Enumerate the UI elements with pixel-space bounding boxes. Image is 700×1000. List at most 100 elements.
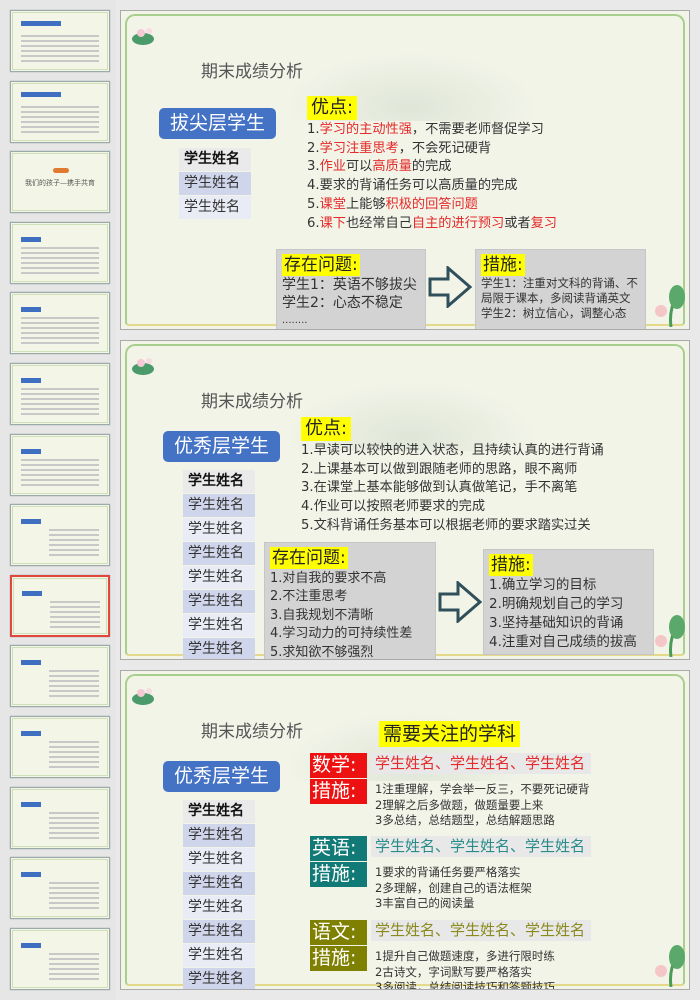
slide-thumbnail[interactable] [10, 645, 110, 708]
thumbnail-block [21, 378, 41, 383]
slide-thumbnail[interactable] [10, 363, 110, 425]
thumbnail-line [49, 882, 99, 885]
pros-text: 也经常自己 [345, 215, 412, 231]
thumbnail-block [21, 519, 41, 525]
measure-item: 3多总结，总结题型，总结解题思路 [375, 813, 555, 827]
pros-text: 的完成 [411, 159, 452, 175]
focus-subjects-title: 需要关注的学科 [379, 721, 521, 747]
student-name: 学生姓名 [183, 542, 255, 565]
subject-label: 数学: [310, 753, 367, 778]
thumbnail-line [49, 907, 99, 910]
slide-thumbnail[interactable]: 我们的孩子—携手共育 [10, 151, 110, 214]
problem-item: ........ [282, 315, 308, 326]
measure-item: 2古诗文，字词默写要严格落实 [375, 964, 532, 979]
slide-thumbnail[interactable] [10, 292, 110, 355]
problem-item: 1.对自我的要求不高 [270, 570, 387, 586]
thumbnail-line [49, 766, 99, 768]
thumbnail-block [21, 91, 61, 97]
thumbnail-line [21, 403, 99, 405]
student-name: 学生姓名 [183, 518, 255, 541]
slide-thumbnail[interactable] [10, 80, 110, 143]
thumbnail-frame [12, 12, 108, 70]
thumbnail-line [50, 625, 100, 628]
slide-thumbnail[interactable] [10, 504, 110, 567]
pros-text: 可以 [345, 159, 373, 175]
pros-text: ，不会死记硬背 [398, 140, 492, 156]
thumbnail-line [49, 741, 99, 743]
thumbnail-line [21, 463, 99, 466]
slide-thumbnail[interactable] [10, 786, 110, 849]
thumbnail-line [49, 962, 99, 965]
student-name: 学生姓名 [183, 800, 255, 823]
slide-thumbnail[interactable] [10, 927, 110, 990]
student-name: 学生姓名 [183, 848, 255, 871]
thumbnail-frame [12, 929, 108, 988]
thumbnail-line [21, 342, 99, 345]
measure-item: 学生2：树立信心，调整心态 [481, 306, 627, 320]
thumbnail-line [21, 125, 99, 128]
slide-focus-subjects[interactable]: 期末成绩分析 优秀层学生 学生姓名学生姓名学生姓名学生姓名学生姓名学生姓名学生姓… [120, 670, 690, 990]
thumbnail-line [49, 554, 99, 557]
thumbnail-line [49, 746, 99, 748]
slide-thumbnail[interactable] [10, 221, 110, 284]
student-name: 学生姓名 [183, 470, 255, 493]
pros-label: 优点: [307, 96, 358, 120]
thumbnail-line [21, 35, 99, 37]
problems-label: 存在问题: [270, 547, 348, 569]
thumbnail-line [21, 388, 99, 390]
measure-item: 4.注重对自己成绩的拔高 [489, 634, 637, 650]
thumbnail-line [21, 40, 99, 42]
thumbnail-line [49, 756, 99, 758]
slide-thumbnail[interactable] [10, 857, 110, 920]
right-arrow-icon [438, 581, 482, 623]
thumbnail-line [49, 529, 99, 532]
problem-item: 3.自我规划不清晰 [270, 607, 374, 623]
thumbnail-line [49, 831, 99, 834]
slide-thumbnail[interactable] [10, 10, 110, 72]
pros-text: 上能够 [345, 196, 386, 212]
pros-text: 2. [307, 140, 320, 156]
level-label: 拔尖层学生 [159, 108, 276, 139]
pros-text: 3. [307, 159, 320, 175]
measure-item: 学生1：注重对文科的背诵、不局限于课本，多阅读背诵英文 [481, 276, 638, 305]
thumbnail-line [50, 615, 100, 618]
thumbnail-block [21, 942, 41, 948]
lotus-flower-icon [655, 945, 685, 987]
slide-thumbnail[interactable] [10, 716, 110, 778]
lotus-decoration-icon [132, 28, 154, 45]
thumbnail-line [21, 115, 99, 118]
thumbnail-line [49, 821, 99, 824]
thumbnail-title: 我们的孩子—携手共育 [25, 179, 95, 188]
measure-item: 3.坚持基础知识的背诵 [489, 615, 624, 631]
thumbnail-line [21, 398, 99, 400]
thumbnail-line [50, 605, 100, 608]
slide-excellent-students[interactable]: 期末成绩分析 优秀层学生 学生姓名学生姓名学生姓名学生姓名学生姓名学生姓名学生姓… [120, 340, 690, 660]
thumbnail-block [21, 448, 41, 454]
thumbnail-line [21, 50, 99, 52]
pros-text: 高质量 [372, 159, 412, 175]
thumbnail-line [49, 836, 99, 839]
thumbnail-line [21, 478, 99, 481]
lotus-flower-icon [655, 615, 685, 657]
slide-thumbnail[interactable] [10, 433, 110, 496]
problems-label: 存在问题: [282, 254, 360, 276]
measure-label: 措施: [310, 779, 367, 804]
thumbnail-line [21, 256, 99, 259]
slide-thumbnail[interactable] [10, 574, 110, 637]
thumbnail-line [21, 120, 99, 123]
thumbnail-line [50, 620, 100, 623]
thumbnail-line [21, 408, 99, 410]
measure-label: 措施: [310, 946, 367, 971]
pros-text: 6. [307, 215, 320, 231]
slide-top-students[interactable]: 期末成绩分析 拔尖层学生 学生姓名 学生姓名 学生姓名 优点: 1.学习的主动性… [120, 10, 690, 330]
problem-item: 2.不注重思考 [270, 589, 348, 604]
measure-item: 3多阅读，总结阅读技巧和答题技巧 [375, 980, 555, 990]
thumbnail-block [21, 872, 41, 878]
problem-item: 学生1：英语不够拔尖 [282, 277, 417, 293]
thumbnail-line [21, 322, 99, 325]
thumbnail-line [21, 413, 99, 415]
